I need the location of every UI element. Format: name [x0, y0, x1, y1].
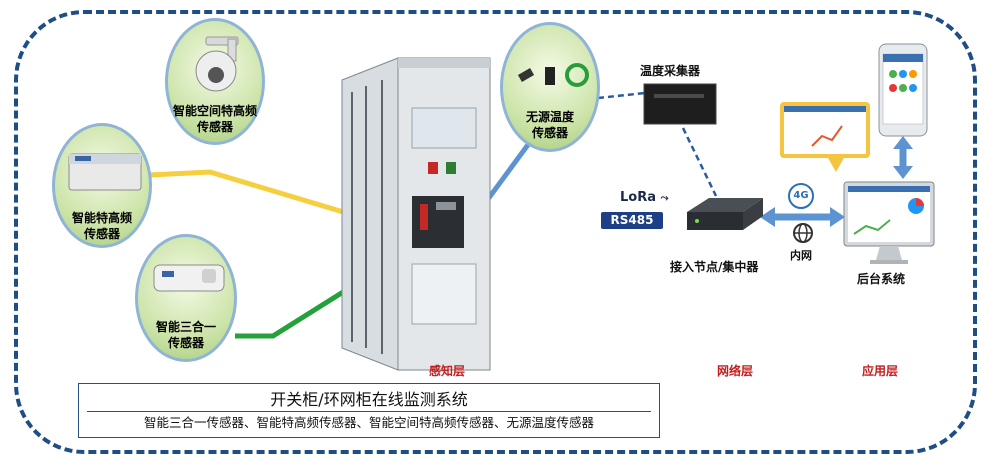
rs485-badge: RS485	[601, 212, 663, 229]
access-node-label: 接入节点/集中器	[670, 260, 759, 274]
dome-camera-icon	[195, 36, 239, 92]
lora-text: LoRa	[620, 190, 656, 205]
rs485-text: RS485	[610, 213, 654, 227]
smartphone-device	[878, 43, 928, 137]
uhf-sensor-label-1: 智能特高频	[71, 211, 132, 225]
perception-layer-label: 感知层	[429, 364, 466, 378]
triple-device-icon	[153, 264, 225, 292]
application-layer-label: 应用层	[862, 364, 899, 378]
system-frame	[14, 10, 977, 454]
zoom-dashboard-callout	[780, 102, 870, 172]
passive-temp-sensor-bubble: 无源温度 传感器	[500, 22, 600, 152]
network-layer-label: 网络层	[717, 364, 754, 378]
4g-text: 4G	[793, 190, 809, 201]
temp-probes-icon	[517, 63, 589, 87]
passive-temp-label-2: 传感器	[531, 126, 568, 140]
temp-collector-label: 温度采集器	[640, 64, 701, 78]
temp-collector-device	[643, 83, 717, 125]
access-node-device	[687, 198, 763, 230]
space-uhf-sensor-bubble: 智能空间特高频传感器	[165, 18, 265, 145]
backend-label: 后台系统	[857, 272, 906, 286]
switchgear-cabinet-illustration	[341, 57, 491, 371]
lora-signal-icon: ⤳	[660, 193, 669, 204]
system-caption-box: 开关柜/环网柜在线监测系统 智能三合一传感器、智能特高频传感器、智能空间特高频传…	[78, 383, 660, 438]
triple-sensor-label-2: 传感器	[167, 336, 204, 350]
dashed-link-collector	[597, 91, 646, 100]
4g-icon: 4G	[788, 183, 814, 209]
system-subtitle: 智能三合一传感器、智能特高频传感器、智能空间特高频传感器、无源温度传感器	[87, 411, 651, 434]
lora-logo: LoRa ⤳	[620, 190, 669, 205]
triple-sensor-bubble: 智能三合一 传感器	[135, 234, 237, 362]
uhf-sensor-label-2: 传感器	[83, 227, 120, 241]
intranet-label: 内网	[790, 249, 812, 262]
system-title: 开关柜/环网柜在线监测系统	[270, 390, 468, 409]
globe-icon	[793, 223, 813, 243]
network-arrow	[760, 207, 845, 227]
uhf-sensor-bubble: 智能特高频 传感器	[52, 123, 152, 248]
backend-monitor	[843, 181, 935, 264]
passive-temp-label-1: 无源温度	[525, 110, 574, 124]
uhf-device-icon	[68, 153, 142, 191]
space-uhf-sensor-label: 智能空间特高频传感器	[172, 104, 257, 134]
dashed-link-node	[681, 127, 718, 197]
phone-arrow	[893, 136, 913, 179]
triple-sensor-label-1: 智能三合一	[155, 320, 216, 334]
